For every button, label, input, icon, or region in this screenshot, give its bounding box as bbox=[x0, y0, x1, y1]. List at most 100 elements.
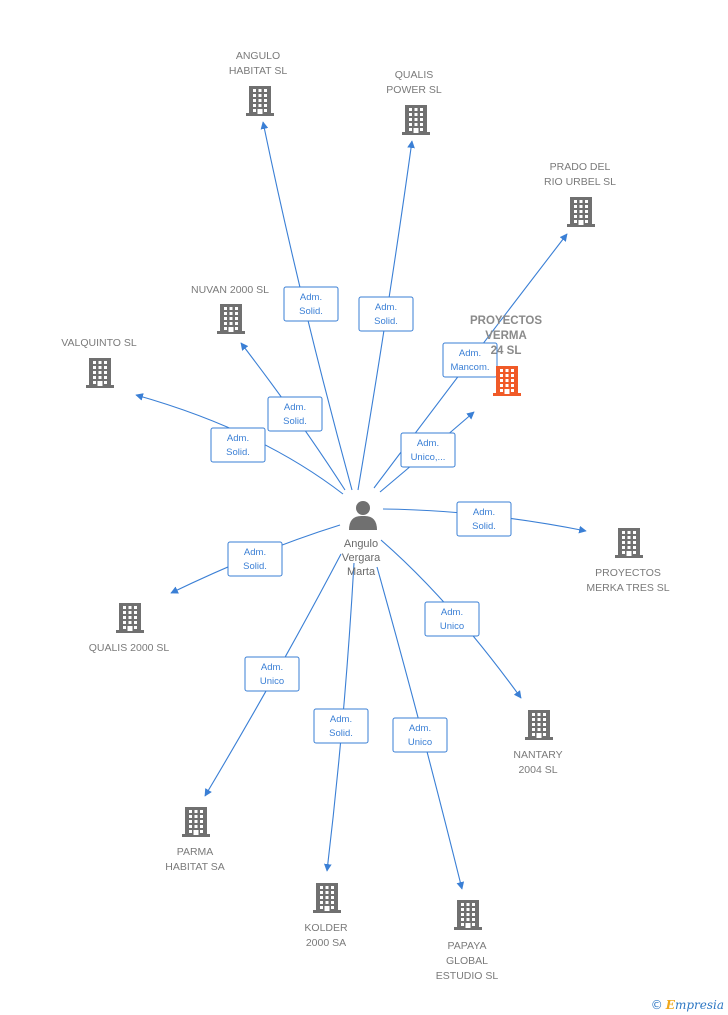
role-badge[interactable]: Adm. Solid. bbox=[358, 296, 414, 332]
edge-angulo-habitat[interactable]: Adm. Solid. bbox=[260, 121, 353, 491]
edge-proyectos-verma[interactable]: Adm. Unico,... bbox=[379, 411, 475, 493]
role-badge-text: Adm. bbox=[261, 662, 283, 673]
company-node-papaya-global[interactable]: PAPAYA GLOBAL ESTUDIO SL bbox=[436, 900, 499, 982]
person-name: Vergara bbox=[342, 552, 381, 564]
edge-qualis-2000[interactable]: Adm. Solid. bbox=[170, 524, 341, 594]
nodes-layer: ANGULO HABITAT SL QUALIS POWER SL PRADO DEL R… bbox=[61, 50, 670, 982]
role-badge[interactable]: Adm. Solid. bbox=[456, 501, 512, 537]
building-icon bbox=[86, 358, 114, 388]
company-label: POWER SL bbox=[386, 84, 442, 96]
role-badge[interactable]: Adm. Solid. bbox=[267, 396, 323, 432]
edge-nantary[interactable]: Adm.Unico bbox=[380, 539, 522, 699]
person-name: Marta bbox=[347, 566, 376, 578]
edge-qualis-power[interactable]: Adm. Solid. bbox=[357, 140, 415, 491]
company-label: KOLDER bbox=[304, 922, 348, 934]
company-label: ANGULO bbox=[236, 50, 280, 62]
company-label: MERKA TRES SL bbox=[586, 582, 669, 594]
company-node-nuvan-2000[interactable]: NUVAN 2000 SL bbox=[191, 284, 269, 334]
company-label: PROYECTOS bbox=[470, 315, 542, 327]
company-label: QUALIS 2000 SL bbox=[89, 642, 170, 654]
role-badge[interactable]: Adm. Unico bbox=[392, 717, 448, 753]
building-icon bbox=[493, 366, 521, 396]
company-label: VERMA bbox=[485, 330, 527, 342]
company-node-prado-del-rio[interactable]: PRADO DEL RIO URBEL SL bbox=[544, 161, 616, 227]
company-label: HABITAT SL bbox=[229, 65, 288, 77]
role-badge[interactable]: Adm.Unico bbox=[244, 656, 300, 692]
role-badge-text: Unico,... bbox=[411, 452, 446, 463]
company-label: QUALIS bbox=[395, 69, 434, 81]
role-badge-text: Mancom. bbox=[450, 362, 489, 373]
company-node-qualis-2000[interactable]: QUALIS 2000 SL bbox=[89, 603, 170, 654]
role-badge-text: Adm. bbox=[244, 547, 266, 558]
edge-prado-del-rio[interactable]: Adm. Mancom. bbox=[373, 233, 568, 489]
company-node-qualis-power[interactable]: QUALIS POWER SL bbox=[386, 69, 442, 135]
company-node-proyectos-merka[interactable]: PROYECTOS MERKA TRES SL bbox=[586, 528, 670, 594]
company-label: ESTUDIO SL bbox=[436, 970, 499, 982]
role-badge-text: Solid. bbox=[329, 728, 353, 739]
building-icon bbox=[454, 900, 482, 930]
company-node-angulo-habitat[interactable]: ANGULO HABITAT SL bbox=[229, 50, 288, 116]
role-badge-text: Solid. bbox=[374, 316, 398, 327]
role-badge-text: Adm. bbox=[375, 302, 397, 313]
role-badge-text: Solid. bbox=[299, 306, 323, 317]
role-badge-text: Adm. bbox=[300, 292, 322, 303]
company-label: 24 SL bbox=[491, 345, 522, 357]
role-badge[interactable]: Adm. Mancom. bbox=[442, 342, 498, 378]
role-badge-text: Unico bbox=[440, 621, 464, 632]
building-icon bbox=[246, 86, 274, 116]
company-label: 2004 SL bbox=[518, 764, 557, 776]
edge-papaya-global[interactable]: Adm. Unico bbox=[376, 566, 465, 890]
building-icon bbox=[217, 304, 245, 334]
building-icon bbox=[402, 105, 430, 135]
company-label: VALQUINTO SL bbox=[61, 337, 137, 349]
role-badge-text: Adm. bbox=[459, 348, 481, 359]
role-badge[interactable]: Adm. Solid. bbox=[283, 286, 339, 322]
role-badge[interactable]: Adm. Solid. bbox=[313, 708, 369, 744]
role-badge-text: Solid. bbox=[226, 447, 250, 458]
company-label: NUVAN 2000 SL bbox=[191, 284, 269, 296]
company-node-parma-habitat[interactable]: PARMA HABITAT SA bbox=[165, 807, 225, 873]
edge-proyectos-merka[interactable]: Adm. Solid. bbox=[382, 501, 587, 537]
role-badge[interactable]: Adm. Solid. bbox=[227, 541, 283, 577]
role-badge-text: Unico bbox=[408, 737, 432, 748]
building-icon bbox=[116, 603, 144, 633]
company-label: PRADO DEL bbox=[550, 161, 611, 173]
role-badge-text: Adm. bbox=[473, 507, 495, 518]
company-label: PARMA bbox=[177, 846, 214, 858]
company-label: PAPAYA bbox=[448, 940, 487, 952]
role-badge-text: Solid. bbox=[283, 416, 307, 427]
role-badge-text: Adm. bbox=[330, 714, 352, 725]
edge-kolder-2000[interactable]: Adm. Solid. bbox=[313, 562, 369, 872]
building-icon bbox=[525, 710, 553, 740]
company-label: GLOBAL bbox=[446, 955, 488, 967]
brand-name-rest: mpresia bbox=[674, 998, 724, 1012]
edge-parma-habitat[interactable]: Adm.Unico bbox=[204, 553, 342, 797]
role-badge-text: Solid. bbox=[472, 521, 496, 532]
company-label: 2000 SA bbox=[306, 937, 346, 949]
role-badge-text: Adm. bbox=[284, 402, 306, 413]
role-badge-text: Adm. bbox=[417, 438, 439, 449]
edges-layer: Adm.Solid.Adm.Solid.Adm.Mancom.Adm.Unico… bbox=[135, 121, 587, 890]
copyright-symbol: © bbox=[650, 998, 663, 1012]
edge-valquinto[interactable]: Adm. Solid. bbox=[135, 393, 344, 495]
company-label: HABITAT SA bbox=[165, 861, 225, 873]
company-label: PROYECTOS bbox=[595, 567, 661, 579]
building-icon bbox=[567, 197, 595, 227]
role-badge[interactable]: Adm.Unico bbox=[424, 601, 480, 637]
edge-nuvan-2000[interactable]: Adm. Solid. bbox=[240, 342, 346, 491]
role-badge[interactable]: Adm. Solid. bbox=[210, 427, 266, 463]
role-badge[interactable]: Adm. Unico,... bbox=[400, 432, 456, 468]
company-node-proyectos-verma[interactable]: PROYECTOS VERMA 24 SL bbox=[470, 315, 542, 396]
role-badge-text: Adm. bbox=[409, 723, 431, 734]
company-node-kolder-2000[interactable]: KOLDER 2000 SA bbox=[304, 883, 348, 949]
company-label: RIO URBEL SL bbox=[544, 176, 616, 188]
role-badge-text: Solid. bbox=[243, 561, 267, 572]
company-node-valquinto[interactable]: VALQUINTO SL bbox=[61, 337, 137, 388]
person-icon bbox=[349, 501, 377, 530]
role-badge-text: Adm. bbox=[227, 433, 249, 444]
building-icon bbox=[615, 528, 643, 558]
brand-watermark: ©Empresia bbox=[651, 998, 724, 1012]
